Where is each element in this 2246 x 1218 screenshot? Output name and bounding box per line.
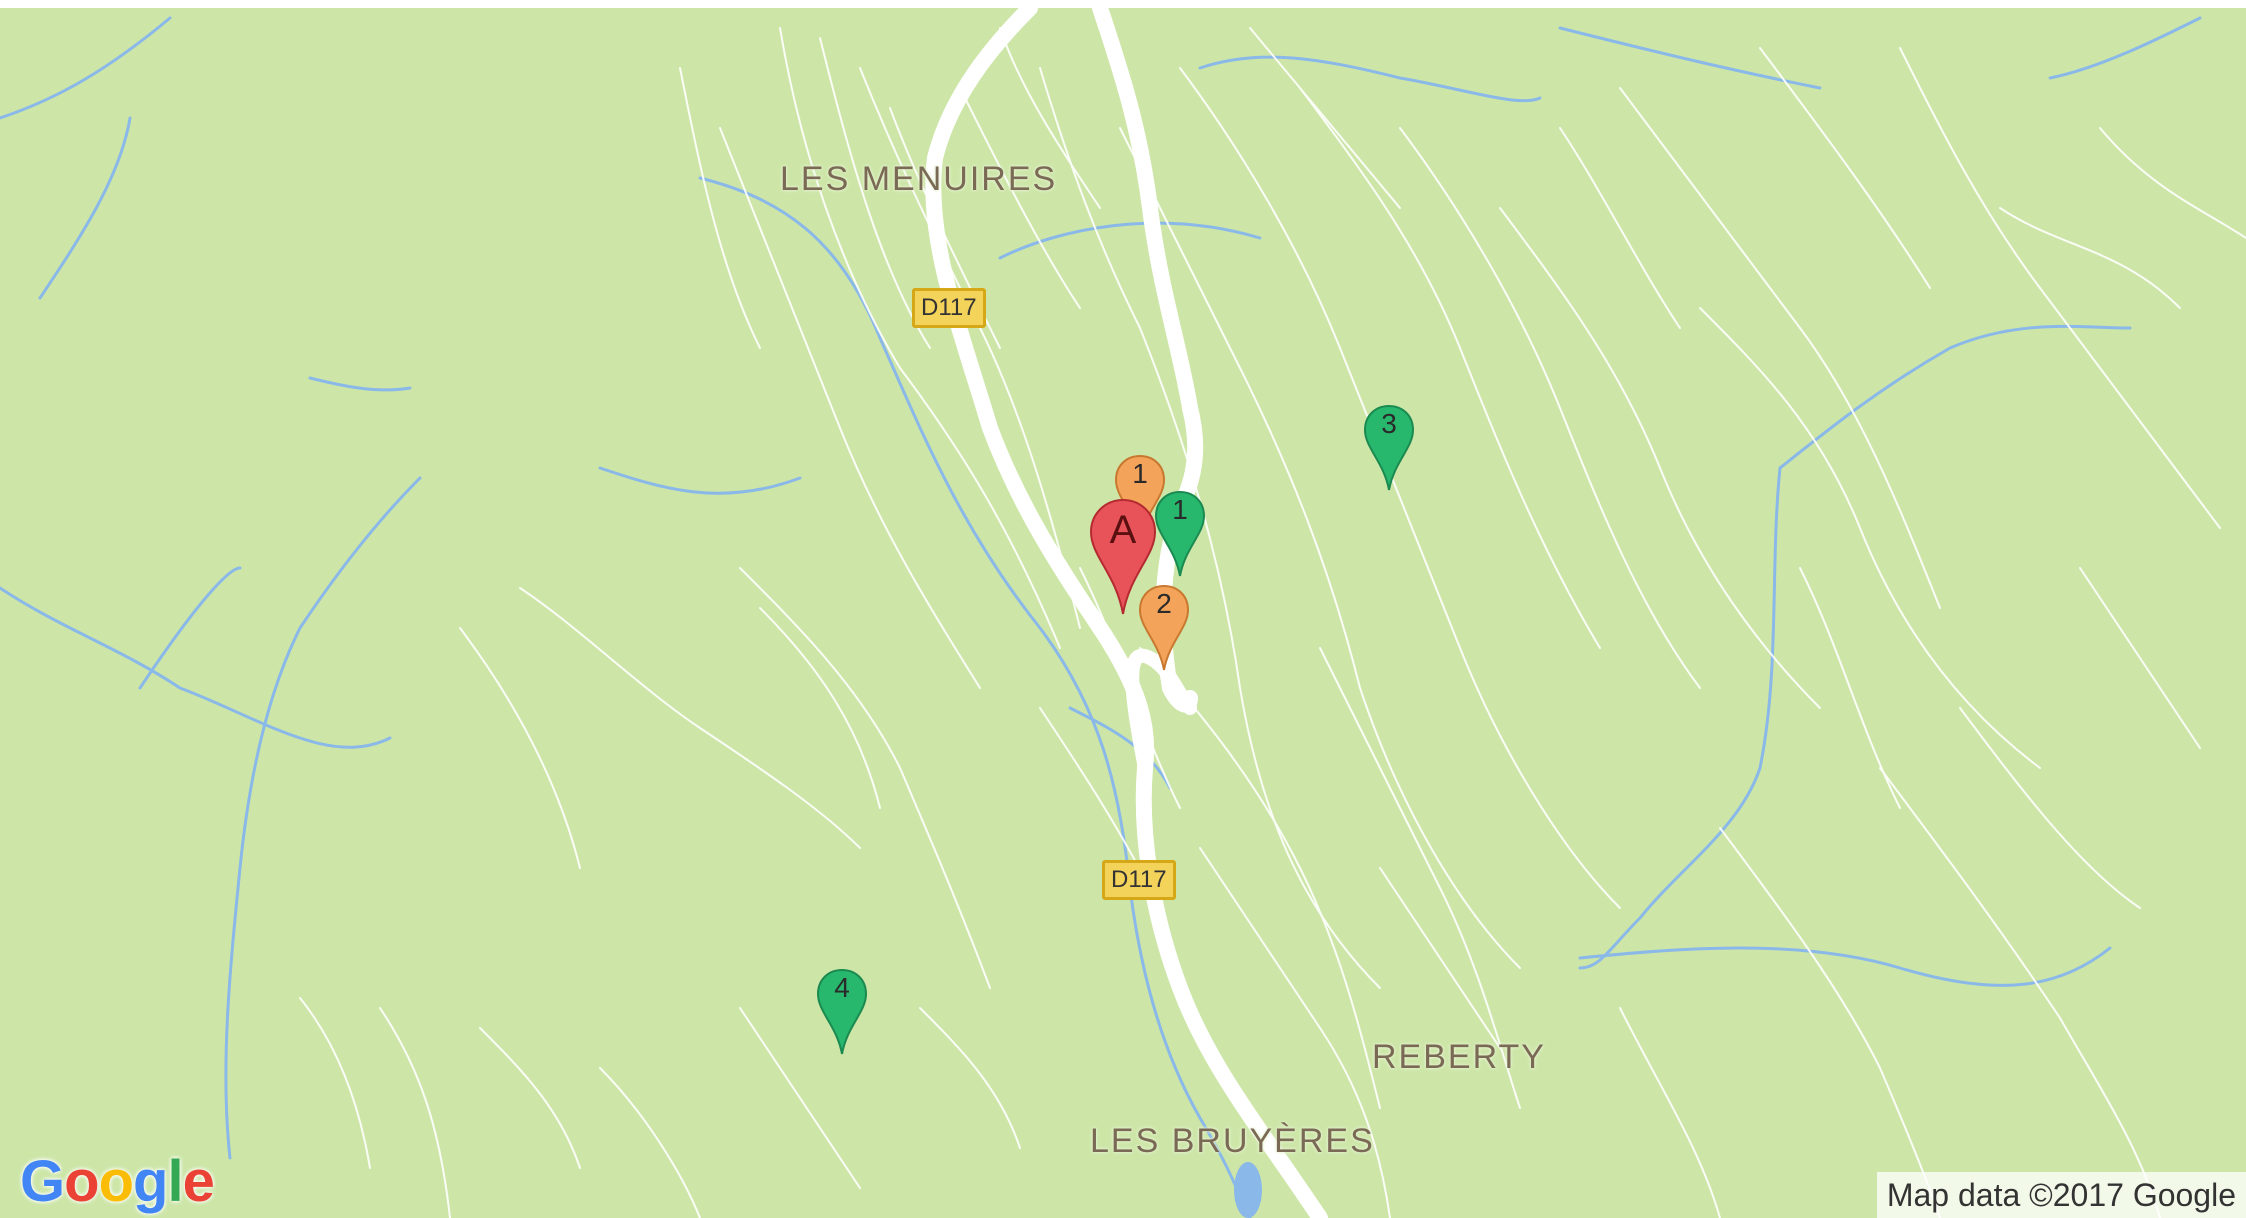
marker-green-1[interactable]: 1 xyxy=(1153,490,1207,578)
place-label-reberty: REBERTY xyxy=(1372,1038,1546,1076)
main-road xyxy=(925,8,1328,1218)
place-label-les-menuires: LES MENUIRES xyxy=(780,160,1058,198)
marker-label: A xyxy=(1109,508,1137,552)
marker-primary-a[interactable]: A xyxy=(1088,498,1158,616)
marker-label: 3 xyxy=(1381,408,1397,439)
logo-letter: g xyxy=(133,1149,168,1214)
marker-green-3[interactable]: 3 xyxy=(1362,404,1416,492)
map-base-layer xyxy=(0,8,2246,1218)
road-shield-d117-south: D117 xyxy=(1102,860,1176,900)
logo-letter: l xyxy=(167,1149,183,1214)
map-canvas[interactable]: LES MENUIRES REBERTY LES BRUYÈRES D117 D… xyxy=(0,8,2246,1218)
map-pin-icon xyxy=(1138,584,1190,671)
logo-letter: G xyxy=(20,1149,65,1214)
marker-label: 1 xyxy=(1132,458,1148,489)
marker-label: 2 xyxy=(1156,588,1172,619)
marker-label: 1 xyxy=(1172,494,1188,525)
water-streams xyxy=(0,16,2202,1218)
road-shield-d117-north: D117 xyxy=(912,288,986,328)
marker-green-4[interactable]: 4 xyxy=(815,968,869,1056)
logo-letter: o xyxy=(98,1149,134,1214)
map-pin-icon xyxy=(1154,490,1206,577)
marker-orange-2[interactable]: 2 xyxy=(1137,584,1191,672)
map-pin-icon xyxy=(816,968,868,1055)
logo-letter: e xyxy=(182,1149,215,1214)
piste-lines xyxy=(299,27,2246,1218)
logo-letter: o xyxy=(64,1149,99,1214)
map-attribution[interactable]: Map data ©2017 Google xyxy=(1876,1172,2246,1218)
google-logo[interactable]: Google xyxy=(20,1148,215,1215)
lake xyxy=(1234,1162,1262,1218)
map-pin-icon xyxy=(1363,404,1415,491)
place-label-les-bruyeres: LES BRUYÈRES xyxy=(1090,1122,1375,1160)
map-pin-icon xyxy=(1089,498,1157,615)
marker-label: 4 xyxy=(834,972,850,1003)
